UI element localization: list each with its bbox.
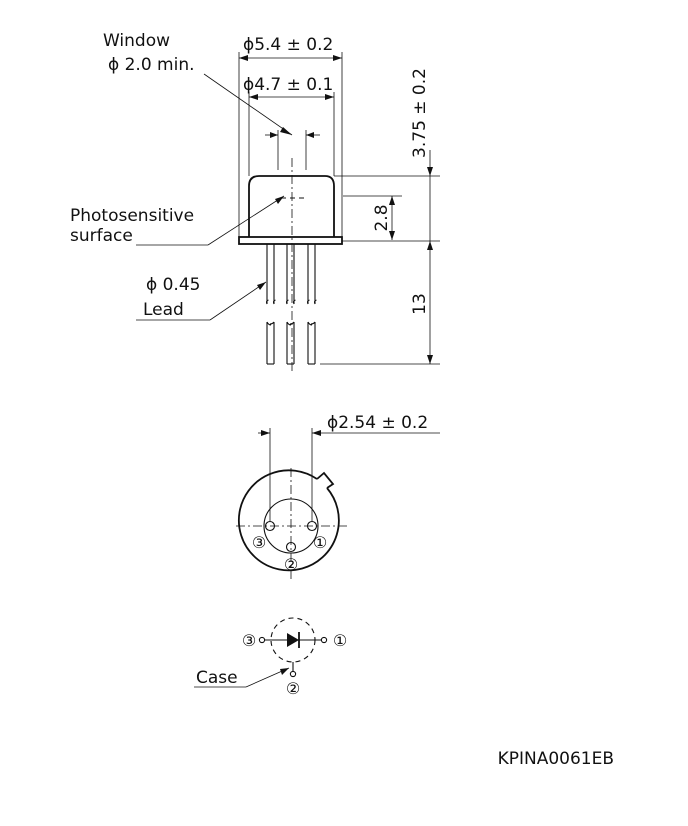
surface-height-dim [343, 195, 402, 240]
side-view: ϕ5.4 ± 0.2 ϕ4.7 ± 0.1 Window ϕ 2.0 min. [70, 31, 440, 374]
terminal-2 [289, 670, 297, 678]
pin-2-hole [285, 541, 297, 553]
height-dim [334, 150, 440, 242]
surface-label: surface [70, 226, 133, 246]
lead-leader [136, 281, 267, 321]
lead-label: Lead [143, 300, 184, 320]
window-dim [203, 73, 320, 170]
case-arrowhead [280, 668, 289, 675]
lead-dia-label: ϕ 0.45 [146, 275, 200, 295]
height-total-label: 3.75 ± 0.2 [410, 68, 430, 158]
cap-body [248, 175, 335, 237]
surface-height-label: 2.8 [372, 204, 392, 231]
diode-triangle [287, 633, 299, 647]
outer-dia-label: ϕ5.4 ± 0.2 [243, 35, 333, 55]
terminal-3 [258, 636, 266, 644]
flange [238, 236, 343, 245]
lead-length-label: 13 [410, 293, 430, 315]
schematic [194, 617, 328, 688]
document-code: KPINA0061EB [498, 749, 614, 769]
cap-dia-dim [248, 92, 335, 176]
pin-circle-dia-label: ϕ2.54 ± 0.2 [327, 413, 428, 433]
outer-dia-dim [238, 52, 343, 237]
pin-2-label: ② [284, 555, 298, 574]
pin-3-hole [264, 520, 276, 532]
window-dim-label: ϕ 2.0 min. [108, 55, 195, 75]
pin-1-hole [306, 520, 318, 532]
terminal-1 [320, 636, 328, 644]
leads-upper [265, 244, 317, 305]
schem-pin-1-label: ① [333, 631, 347, 650]
bottom-view [236, 428, 440, 580]
case-label: Case [196, 668, 238, 688]
schem-pin-2-label: ② [286, 679, 300, 698]
cap-dia-label: ϕ4.7 ± 0.1 [243, 75, 333, 95]
pitch-arrowhead-left [261, 430, 270, 436]
header-circle [237, 469, 340, 572]
index-tab [316, 471, 335, 489]
pin-1-label: ① [313, 533, 327, 552]
pitch-arrowhead-right [312, 430, 321, 436]
leads-lower [266, 321, 316, 365]
schem-pin-3-label: ③ [242, 631, 256, 650]
lead-length-dim [320, 241, 440, 365]
pin-3-label: ③ [252, 533, 266, 552]
surface-leader [136, 195, 285, 246]
photosensitive-label: Photosensitive [70, 206, 194, 226]
window-label: Window [103, 31, 170, 51]
